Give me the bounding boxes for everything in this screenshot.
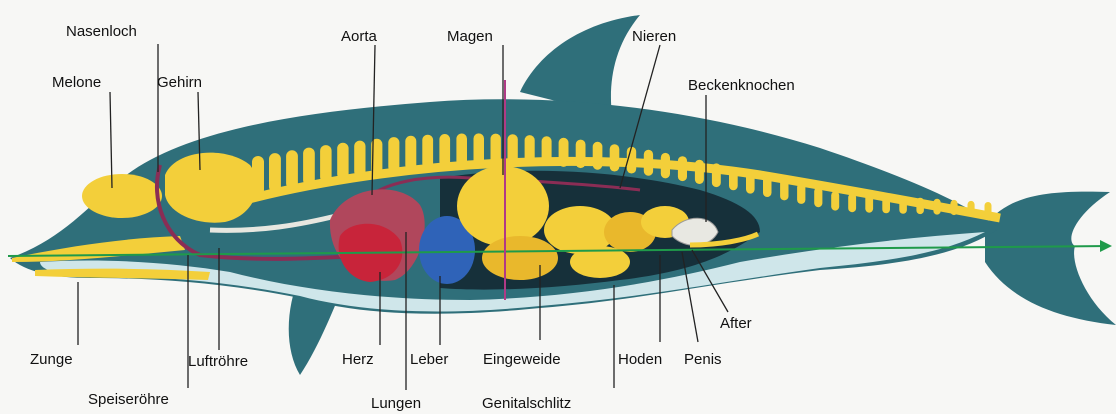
vertebra (542, 136, 552, 166)
vertebra (405, 136, 416, 171)
vertebra (831, 191, 839, 210)
vertebra (661, 153, 670, 179)
label-hoden: Hoden (618, 352, 662, 367)
vertebra (985, 202, 992, 216)
vertebra (422, 135, 433, 169)
label-beckenknochen: Beckenknochen (688, 78, 795, 93)
vertebra (286, 150, 298, 189)
label-genitalschlitz: Genitalschlitz (482, 396, 571, 411)
vertebra (269, 153, 281, 192)
vertebra (695, 160, 704, 184)
stomach (457, 166, 549, 246)
vertebra (491, 134, 501, 166)
vertebra (644, 150, 653, 176)
vertebra (916, 198, 924, 214)
vertebra (678, 156, 687, 181)
label-penis: Penis (684, 352, 722, 367)
vertebra (303, 148, 315, 186)
label-gehirn: Gehirn (157, 75, 202, 90)
vertebra (252, 156, 264, 196)
vertebra (337, 143, 348, 180)
vertebra (525, 135, 535, 165)
label-melone: Melone (52, 75, 101, 90)
label-nasenloch: Nasenloch (66, 24, 137, 39)
vertebra (814, 187, 822, 207)
vertebra (559, 138, 569, 167)
tail-fluke (985, 192, 1116, 325)
vertebra (729, 167, 738, 190)
label-magen: Magen (447, 29, 493, 44)
label-after: After (720, 316, 752, 331)
label-leber: Leber (410, 352, 448, 367)
label-aorta: Aorta (341, 29, 377, 44)
vertebra (320, 145, 332, 183)
vertebra (593, 142, 603, 170)
vertebra (848, 193, 856, 212)
vertebra (865, 195, 873, 213)
brain (165, 153, 257, 223)
label-eingeweide: Eingeweide (483, 352, 561, 367)
vertebra (439, 134, 450, 167)
vertebra (354, 141, 365, 177)
label-luftroehre: Luftröhre (188, 354, 248, 369)
vertebra (968, 201, 975, 216)
vertebra (610, 144, 620, 171)
axis-arrowhead (1100, 240, 1112, 252)
label-speiseroehre: Speiseröhre (88, 392, 169, 407)
vertebra (388, 137, 399, 172)
vertebra (456, 134, 467, 167)
vertebra (950, 200, 957, 215)
vertebra (933, 199, 940, 215)
label-lungen: Lungen (371, 396, 421, 411)
vertebra (899, 197, 907, 214)
label-zunge: Zunge (30, 352, 73, 367)
vertebra (474, 133, 485, 165)
vertebra (882, 196, 890, 214)
vertebra (712, 163, 721, 187)
label-herz: Herz (342, 352, 374, 367)
vertebra (576, 140, 586, 169)
vertebra (746, 171, 755, 194)
vertebra (763, 175, 772, 197)
vertebra (780, 179, 788, 200)
vertebra (508, 134, 518, 165)
melon (82, 174, 162, 218)
vertebra (797, 183, 805, 204)
label-nieren: Nieren (632, 29, 676, 44)
